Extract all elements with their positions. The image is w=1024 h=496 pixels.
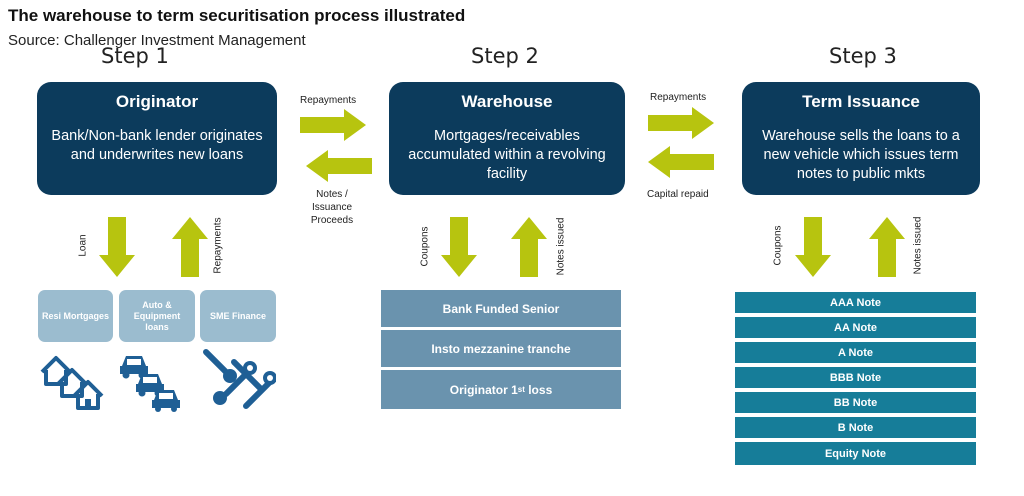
note-aaa: AAA Note	[735, 292, 976, 315]
note-a: A Note	[735, 342, 976, 365]
warehouse-box: Warehouse Mortgages/receivables accumula…	[389, 82, 625, 195]
tranche-mezz-label: Insto mezzanine tranche	[431, 341, 571, 356]
term-issuance-box: Term Issuance Warehouse sells the loans …	[742, 82, 980, 195]
notes-issued-label-2: Notes issued	[912, 216, 924, 275]
page-title: The warehouse to term securitisation pro…	[8, 6, 466, 25]
step-3-label: Step 3	[829, 44, 897, 68]
tranche-bank-funded-senior: Bank Funded Senior	[381, 290, 621, 329]
loan-type-auto-equipment: Auto & Equipment loans	[119, 290, 195, 342]
arrow-up-icon	[869, 217, 905, 277]
repayments-label-1: Repayments	[300, 95, 357, 106]
note-b: B Note	[735, 417, 976, 440]
arrow-left-icon	[306, 150, 372, 182]
arrow-down-icon	[99, 217, 135, 277]
capital-repaid-label: Capital repaid	[647, 189, 709, 200]
arrow-up-icon	[172, 217, 208, 277]
coupons-label-2: Coupons	[772, 225, 784, 266]
tranche-first-loss-label: Originator 1	[449, 382, 518, 397]
source-note: Source: Challenger Investment Management	[8, 32, 306, 49]
loan-type-sme-finance: SME Finance	[200, 290, 276, 342]
coupons-label-1: Coupons	[419, 226, 431, 267]
arrow-right-icon	[648, 107, 714, 139]
note-aa: AA Note	[735, 317, 976, 340]
arrow-right-icon	[300, 109, 366, 141]
repayments-label-2: Repayments	[650, 92, 707, 103]
note-bb: BB Note	[735, 392, 976, 415]
notes-issued-label-1: Notes issued	[555, 217, 567, 276]
loan-label: Loan	[77, 234, 89, 257]
warehouse-title: Warehouse	[461, 92, 553, 111]
tranche-first-loss-sup: st	[517, 385, 525, 394]
originator-box: Originator Bank/Non-bank lender originat…	[37, 82, 277, 195]
arrow-up-icon	[511, 217, 547, 277]
car-icon	[120, 356, 180, 412]
originator-title: Originator	[115, 92, 199, 111]
warehouse-body: Mortgages/receivables accumulated within…	[408, 128, 606, 182]
house-icon	[40, 356, 104, 410]
tranche-first-loss-end: loss	[524, 382, 553, 397]
step-2-label: Step 2	[471, 44, 539, 68]
notes-proceeds-label: Notes / Issuance Proceeds	[310, 189, 354, 226]
tranche-insto-mezzanine: Insto mezzanine tranche	[381, 330, 621, 369]
step-1-label: Step 1	[101, 44, 169, 68]
loan-type-resi-mortgages: Resi Mortgages	[38, 290, 113, 342]
arrow-down-icon	[441, 217, 477, 277]
arrow-left-icon	[648, 146, 714, 178]
tranche-senior-label: Bank Funded Senior	[442, 301, 560, 316]
term-issuance-body: Warehouse sells the loans to a new vehic…	[762, 128, 960, 182]
tools-icon	[203, 349, 276, 409]
originator-body: Bank/Non-bank lender originates and unde…	[51, 128, 263, 163]
arrow-down-icon	[795, 217, 831, 277]
note-equity: Equity Note	[735, 442, 976, 465]
repayments-vertical-label: Repayments	[212, 217, 224, 274]
term-issuance-title: Term Issuance	[802, 92, 920, 111]
note-bbb: BBB Note	[735, 367, 976, 390]
